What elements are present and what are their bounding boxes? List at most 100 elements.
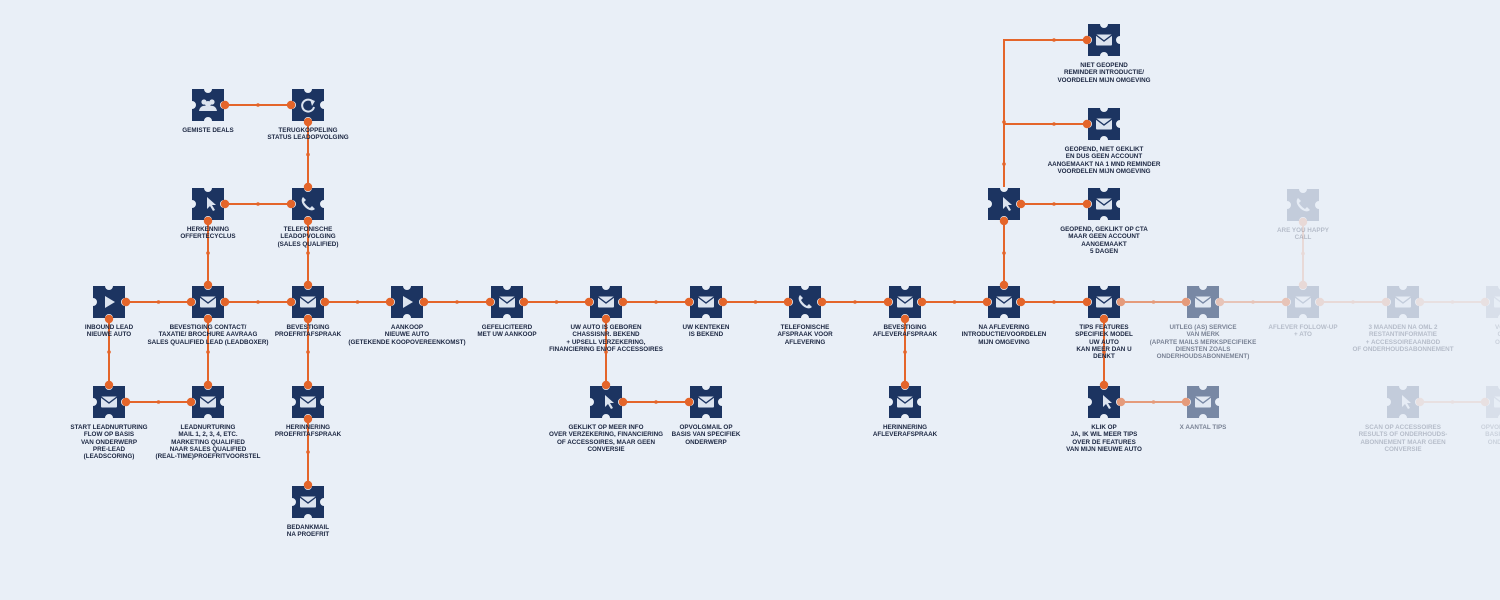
connector-midpoint xyxy=(1351,300,1355,304)
connector-dot xyxy=(121,297,131,307)
connector-start_leadnurturing-leadnurturing xyxy=(121,397,196,407)
connector-bevestiging_contact-herkenning xyxy=(203,216,213,290)
connector-dot xyxy=(1082,297,1092,307)
connector-midpoint xyxy=(1251,300,1255,304)
connector-dot xyxy=(1082,119,1092,129)
mail-icon xyxy=(988,286,1020,318)
connector-dot xyxy=(186,297,196,307)
node-label: BEVESTIGING CONTACT/ TAXATIE/ BROCHURE A… xyxy=(147,324,269,346)
connector-dot xyxy=(618,297,628,307)
connector-dot xyxy=(999,280,1009,290)
connector-dot xyxy=(303,480,313,490)
connector-dot xyxy=(104,380,114,390)
connector-dot xyxy=(883,297,893,307)
node-label: START LEADNURTURING FLOW OP BASIS VAN ON… xyxy=(70,424,148,461)
connector-dot xyxy=(1082,35,1092,45)
connector-tips_features-uitleg xyxy=(1116,297,1191,307)
connector-midpoint xyxy=(306,350,310,354)
node-label: LEADNURTURING MAIL 1, 2, 3, 4, ETC. MARK… xyxy=(155,424,261,461)
connector-dot xyxy=(1181,297,1191,307)
mail-icon xyxy=(1187,386,1219,418)
connector-bevestiging_proefrit-tel_leadopvolging xyxy=(303,216,313,290)
connector-midpoint xyxy=(1151,400,1156,404)
connector-dot xyxy=(419,297,429,307)
connector-na_aflevering-na_aflever_click xyxy=(999,216,1009,290)
mail-icon xyxy=(292,286,324,318)
connector-dot xyxy=(286,297,296,307)
connector-dot xyxy=(519,297,529,307)
connector-dot xyxy=(1215,297,1225,307)
connector-dot xyxy=(1281,297,1291,307)
connector-dot xyxy=(385,297,395,307)
node-label: NIET GEOPEND REMINDER INTRODUCTIE/ VOORD… xyxy=(1057,62,1151,84)
connector-dot xyxy=(1116,397,1126,407)
node-label: BEVESTIGING PROEFRITAFSPRAAK xyxy=(274,324,342,339)
connector-dot xyxy=(1415,397,1425,407)
connector-dot xyxy=(203,314,213,324)
connector-midpoint xyxy=(206,251,210,255)
connector-midpoint xyxy=(654,300,658,304)
connector-geboren-kenteken xyxy=(618,297,694,307)
node-label: GEFELICITEERD MET UW AANKOOP xyxy=(477,324,537,339)
connector-dot xyxy=(1381,297,1391,307)
connector-dot xyxy=(303,182,313,192)
mail-icon xyxy=(1088,188,1120,220)
connector-midpoint xyxy=(853,300,857,304)
connector-scan_accessoires-edge_bottom xyxy=(1415,397,1490,407)
connector-dot xyxy=(220,199,230,209)
connector-aflever_followup-happy_call xyxy=(1298,217,1308,290)
connector-dot xyxy=(1480,297,1490,307)
connector-midpoint xyxy=(1052,300,1056,304)
mail-icon xyxy=(889,386,921,418)
node-label: UW KENTEKEN IS BEKEND xyxy=(682,324,730,339)
connector-dot xyxy=(121,397,131,407)
connector-midpoint xyxy=(306,152,310,157)
connector-midpoint xyxy=(1052,122,1056,126)
connector-midpoint xyxy=(1052,202,1056,206)
mail-icon xyxy=(1287,286,1319,318)
connector-herinnering_proefrit-bedankmail xyxy=(303,414,313,490)
node-label: AFLEVER FOLLOW-UP + ATO xyxy=(1268,324,1338,339)
node-label: SCAN OP ACCESSOIRES RESULTS OF ONDERHOUD… xyxy=(1358,424,1448,453)
connector-dot xyxy=(783,297,793,307)
node-label: TELEFONISCHE AFSPRAAK VOOR AFLEVERING xyxy=(777,324,833,346)
click-icon xyxy=(988,188,1020,220)
node-label: TELEFONISCHE LEADOPVOLGING (SALES QUALIF… xyxy=(277,226,339,248)
connector-dot xyxy=(1298,280,1308,290)
connector-midpoint xyxy=(1450,300,1455,304)
connector-midpoint xyxy=(156,400,161,404)
click-icon xyxy=(590,386,622,418)
click-icon xyxy=(1387,386,1419,418)
connector-dot xyxy=(982,297,992,307)
connector-dot xyxy=(1099,314,1109,324)
connector-dot xyxy=(1415,297,1425,307)
mail-icon xyxy=(1187,286,1219,318)
node-label: OPVOLGMAIL OP BASIS VAN SPECIFIEK ONDERW… xyxy=(671,424,741,446)
node-label: X AANTAL TIPS xyxy=(1179,424,1227,431)
node-label: BEDANKMAIL NA PROEFRIT xyxy=(286,524,330,539)
connector-geklikt_meer_info-opvolgmail xyxy=(618,397,694,407)
connector-dot xyxy=(601,380,611,390)
connector-dot xyxy=(303,314,313,324)
connector-bevestiging_contact-bevestiging_proefrit xyxy=(220,297,296,307)
node-label: NA AFLEVERING INTRODUCTIE/VOORDELEN MIJN… xyxy=(961,324,1047,346)
connector-bevestiging_proefrit-aankoop xyxy=(320,297,395,307)
mail-icon xyxy=(192,286,224,318)
connector-midpoint xyxy=(256,202,260,206)
connector-midpoint xyxy=(1301,251,1305,256)
connector-na_aflever_click-geopend_geklikt xyxy=(1016,199,1092,209)
connector-midpoint xyxy=(206,350,210,354)
mail-icon xyxy=(590,286,622,318)
connector-tel_leadopvolging-terugkoppeling xyxy=(303,117,313,192)
connector-dot xyxy=(684,397,694,407)
phone-icon xyxy=(1287,189,1319,221)
connector-kenteken-tel_afspraak xyxy=(718,297,793,307)
node-label: TIPS FEATURES SPECIFIEK MODEL UW AUTO KA… xyxy=(1075,324,1133,361)
mail-icon xyxy=(491,286,523,318)
connector-uitleg-aflever_followup xyxy=(1215,297,1291,307)
connector-dot xyxy=(220,297,230,307)
connector-dot xyxy=(303,216,313,226)
connector-dot xyxy=(1016,199,1026,209)
connector-midpoint xyxy=(952,300,957,304)
